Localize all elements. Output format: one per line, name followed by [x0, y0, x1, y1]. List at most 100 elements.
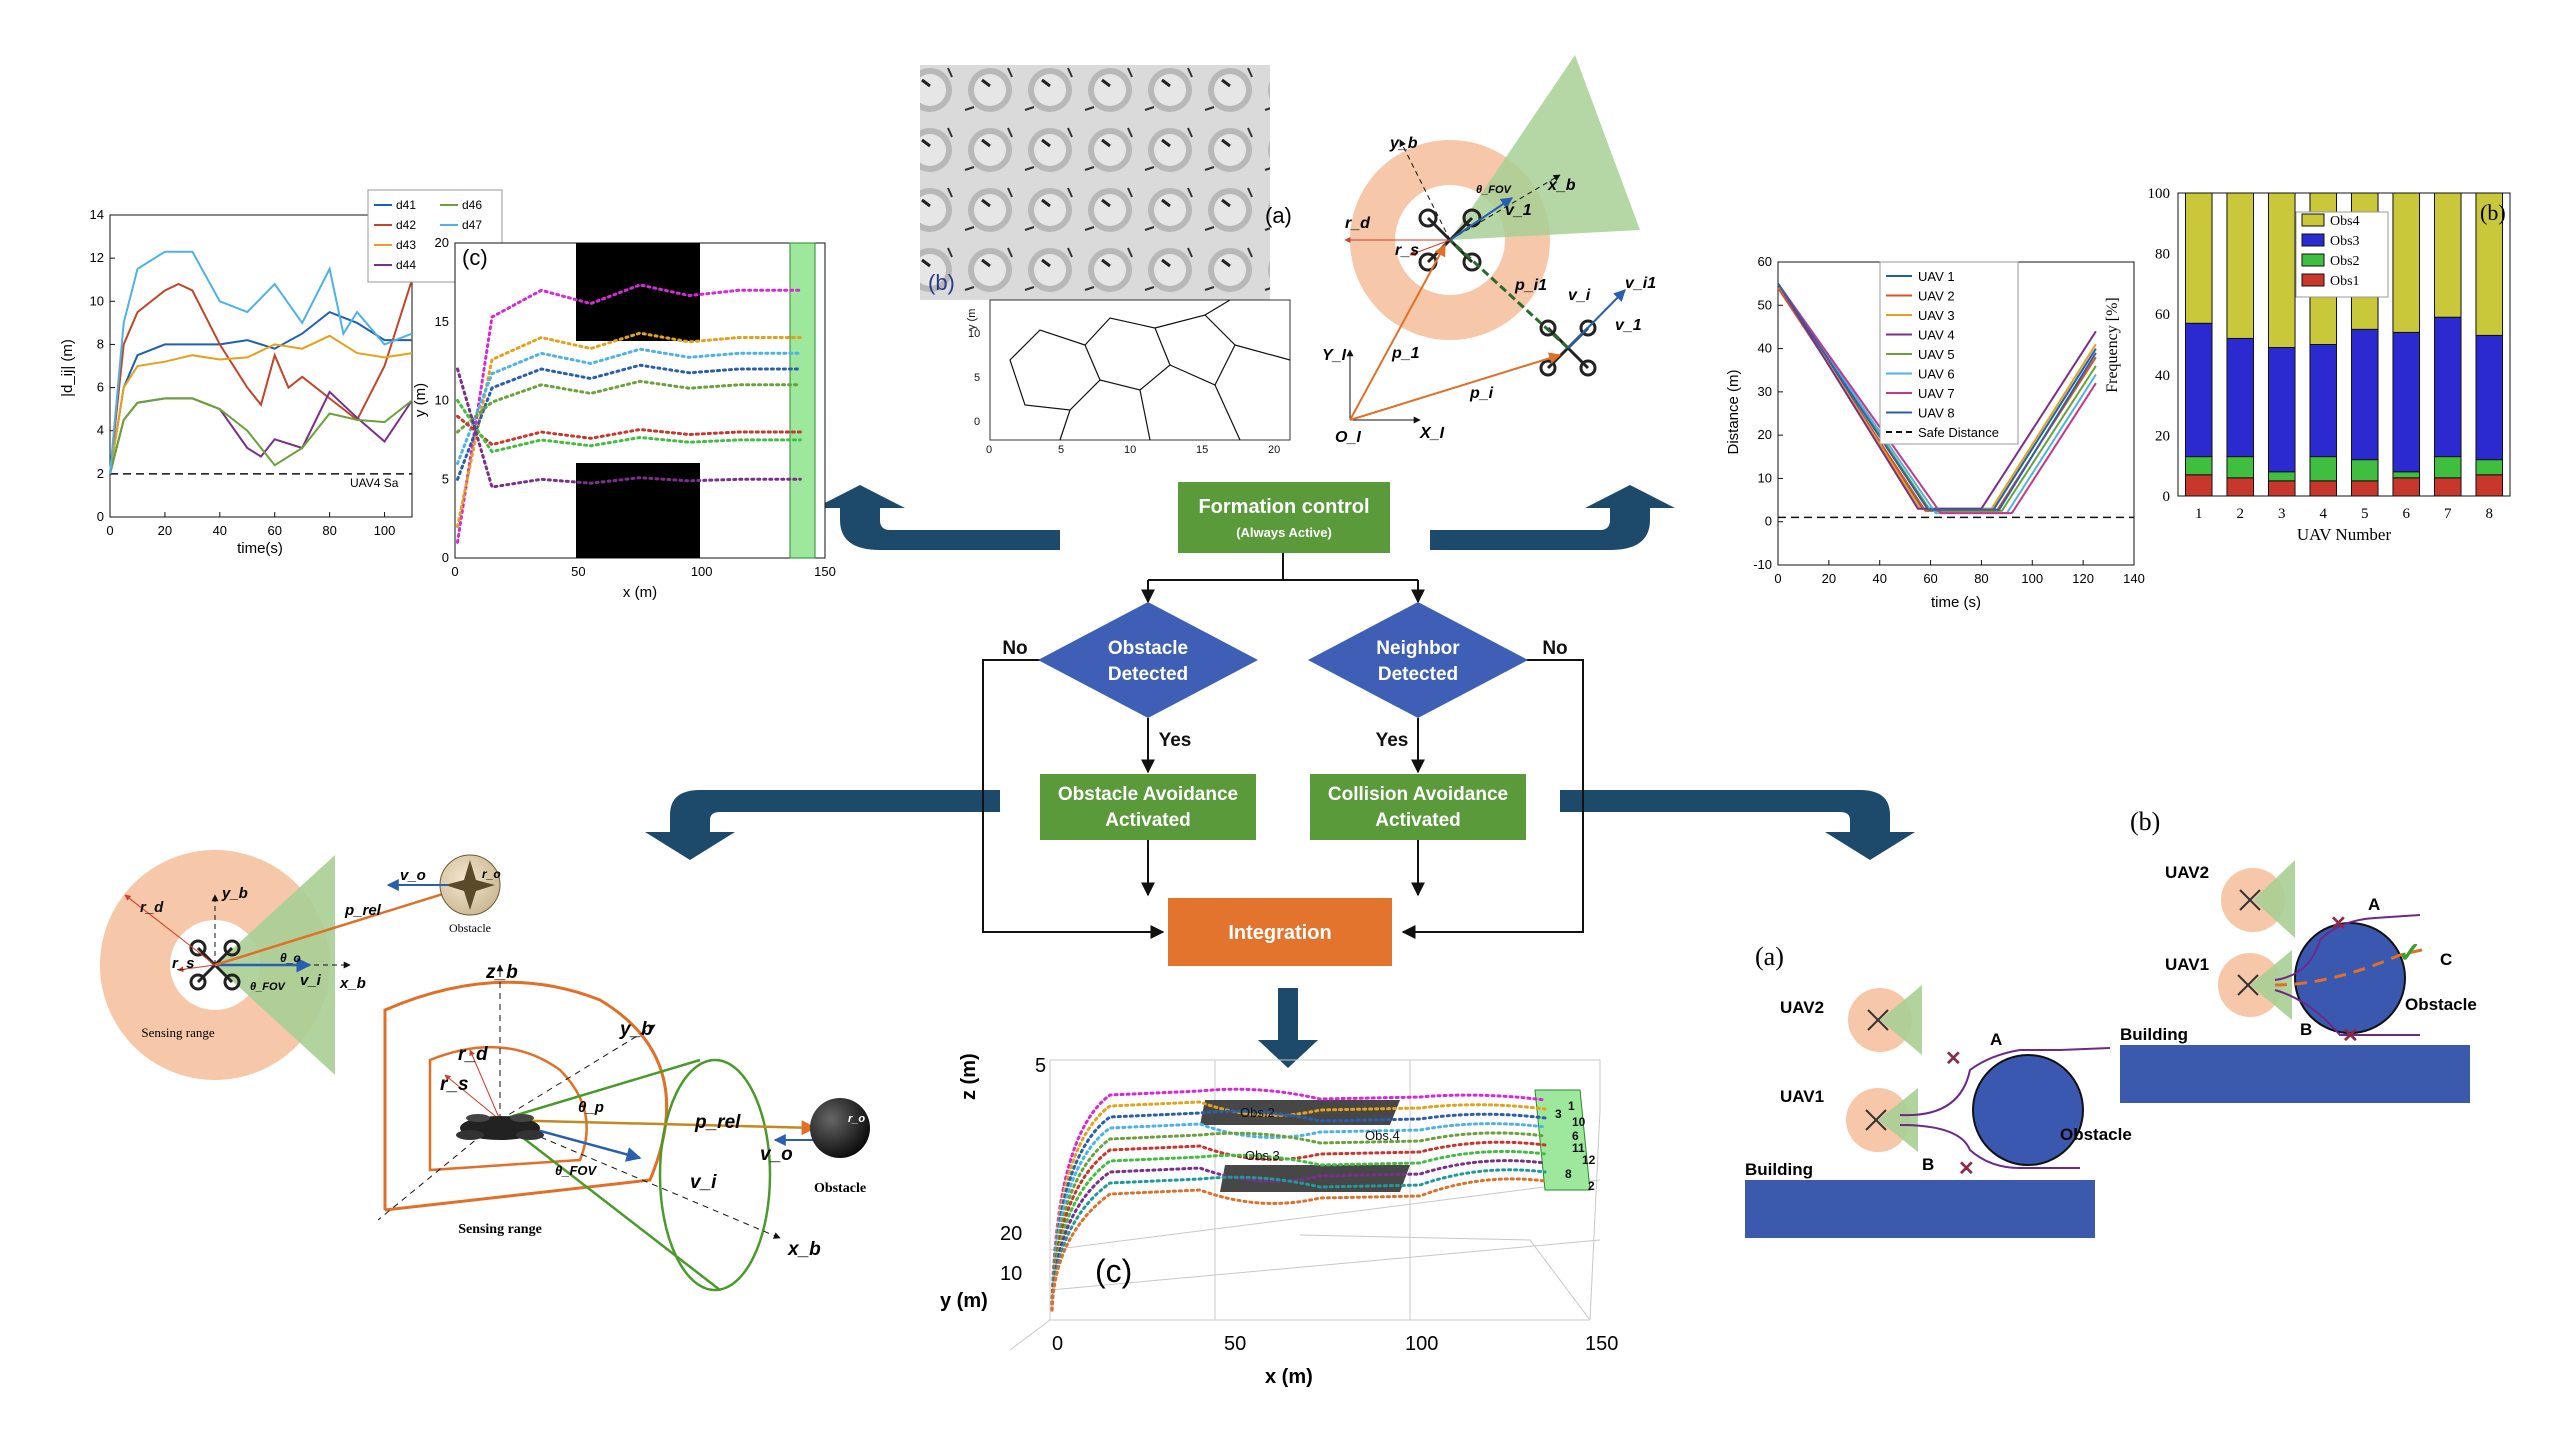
voronoi-ytick: 0 [974, 416, 980, 428]
legend-entry: d43 [396, 238, 416, 252]
y-tick-label: 15 [435, 314, 449, 329]
y-tick-label: 0 [442, 550, 449, 565]
scenario-b: (b) ✕ ✕ ✓ UAV2 UAV1 Obstacle Building A … [2120, 807, 2477, 1103]
y-tick-label: 0 [2163, 489, 2171, 505]
series-line-d43 [109, 334, 413, 475]
formation-geometry-diagram: y_b x_b r_d r_s θ_FOV v_1 p_i1 v_i v_i1 … [1322, 55, 1656, 446]
series-line-uav-7 [1777, 283, 2097, 515]
panel-label-b-bars: (b) [2480, 200, 2506, 225]
goal-marker: 3 [1555, 1107, 1562, 1121]
goal-marker: 8 [1565, 1167, 1572, 1181]
y-tick-label: 10 [435, 393, 449, 408]
legend-entry: UAV 5 [1918, 347, 1955, 362]
x-tick-label: 5 [2361, 506, 2369, 522]
sensing-range-label: Sensing range [141, 1025, 215, 1040]
y-tick-3d: 20 [1000, 1223, 1022, 1245]
y-axis-label-3d: y (m) [940, 1290, 988, 1312]
collision-avoidance-line2: Activated [1375, 810, 1461, 831]
bar-segment-obs3 [2309, 344, 2338, 458]
goal-marker: 6 [1572, 1129, 1579, 1143]
building-label-b: Building [2120, 1025, 2188, 1044]
legend-entry: UAV 7 [1918, 386, 1955, 401]
geom-label: v_1 [1615, 317, 1642, 334]
neighbor-detected-diamond [1308, 602, 1528, 718]
y-tick-label: 20 [1758, 427, 1772, 442]
point-b-b: B [2300, 1020, 2312, 1039]
x-tick-label: 3 [2278, 506, 2286, 522]
goal-region [789, 242, 816, 559]
z-axis-label-3d: z (m) [958, 1053, 980, 1100]
voronoi-xtick: 0 [986, 444, 992, 456]
arrow-to-bottom-left [645, 790, 1000, 860]
scenario-a: (a) ✕ ✕ UAV2 UAV1 Obstacle Building A B [1745, 942, 2132, 1238]
no-label-left: No [1002, 638, 1027, 659]
neighbor-detected-line1: Neighbor [1376, 638, 1460, 659]
y-tick-label: 6 [97, 380, 104, 395]
y-tick-label: 80 [2155, 247, 2170, 263]
geom-label: p_i1 [1514, 277, 1547, 294]
y-tick-label: 0 [97, 509, 104, 524]
point-a-b: A [2368, 895, 2380, 914]
bar-segment-obs1 [2475, 474, 2504, 497]
legend-entry: d41 [396, 198, 416, 212]
point-a: A [1990, 1030, 2002, 1049]
uav1-label: UAV1 [1780, 1087, 1824, 1106]
bar-segment-obs4 [2267, 192, 2296, 349]
bar-segment-obs1 [2309, 480, 2338, 497]
legend-entry: Safe Distance [1918, 425, 1999, 440]
bar-segment-obs3 [2267, 347, 2296, 473]
goal-marker: 2 [1588, 1179, 1595, 1193]
panel-label-a-micro: (a) [1265, 203, 1292, 228]
sensing3d-label: θ_FOV [555, 1163, 598, 1178]
obstacle-detected-line1: Obstacle [1108, 638, 1188, 659]
x-tick-3d: 150 [1585, 1333, 1618, 1355]
geom-label: Y_I [1322, 347, 1347, 364]
obstacle-avoidance-box [1040, 774, 1256, 840]
geom-label: v_1 [1505, 202, 1532, 219]
formation-control-title: Formation control [1198, 496, 1369, 518]
obstacle-sphere-icon [810, 1098, 870, 1158]
obstacle-avoidance-line2: Activated [1105, 810, 1191, 831]
y-tick-label: 40 [1758, 341, 1772, 356]
sensing3d-label: r_s [440, 1074, 469, 1095]
sensing3d-label: p_rel [694, 1112, 741, 1133]
arrow-to-top-left [815, 485, 1060, 550]
voronoi-ytick: 5 [974, 372, 980, 384]
x-tick-label: 140 [2123, 571, 2145, 586]
legend-entry: d47 [462, 218, 482, 232]
series-line-d41 [109, 310, 412, 475]
obstacle-3d-label: Obstacle [814, 1181, 866, 1196]
y-tick-label: 2 [97, 466, 104, 481]
x-axis-label-3d: x (m) [1265, 1366, 1313, 1388]
sensing3d-label: v_i [690, 1172, 717, 1193]
sensing3d-label: r_o [848, 1113, 865, 1125]
bar-segment-obs3 [2433, 316, 2462, 458]
obstacle-detected-diamond [1038, 602, 1258, 718]
y-tick-label: 14 [90, 207, 104, 222]
no-label-right: No [1542, 638, 1567, 659]
sensing3d-label: r_d [458, 1044, 488, 1065]
sensing3d-label: v_o [760, 1144, 793, 1165]
obstacle-circle [1972, 1054, 2084, 1166]
sensing3d-label: x_b [787, 1239, 821, 1260]
panel-label-c-top: (c) [462, 245, 488, 270]
panel-label-b-micro: (b) [928, 270, 955, 295]
legend-swatch [2301, 213, 2325, 227]
geom-label: r_s [1395, 242, 1419, 259]
series-line-uav-8 [1777, 283, 2097, 511]
trajectory-3d-path [1050, 1140, 1547, 1312]
goal-marker: 1 [1568, 1099, 1575, 1113]
legend-swatch [2301, 233, 2325, 247]
svg-text:✕: ✕ [2330, 913, 2347, 935]
panel-label-a: (a) [1755, 942, 1784, 971]
obstacle-label-b: Obstacle [2405, 995, 2477, 1014]
voronoi-xtick: 5 [1058, 444, 1064, 456]
x-tick-3d: 100 [1405, 1333, 1438, 1355]
bar-segment-obs4 [2475, 192, 2504, 336]
x-tick-label: 60 [1923, 571, 1937, 586]
svg-text:✕: ✕ [2342, 1025, 2359, 1047]
legend-entry: Obs2 [2330, 254, 2360, 269]
bar-segment-obs2 [2433, 456, 2462, 479]
